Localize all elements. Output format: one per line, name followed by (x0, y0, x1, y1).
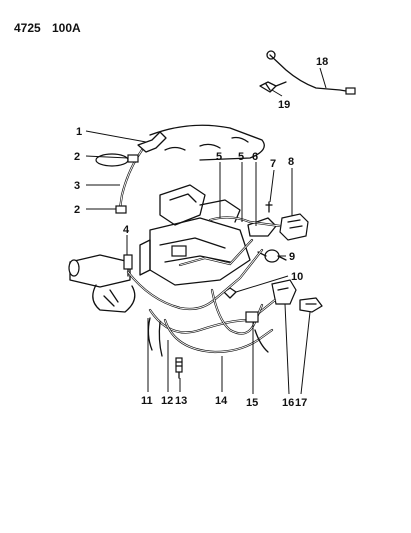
linkage (199, 199, 241, 223)
callout-16: 16 (282, 397, 294, 409)
callout-4: 4 (123, 224, 130, 236)
inset-wire-assembly (259, 50, 356, 95)
callout-14: 14 (215, 395, 228, 407)
bracket-17 (299, 297, 323, 313)
header-code: 4725 (14, 21, 41, 35)
breather-hose-assembly (95, 124, 265, 214)
oil-cap (95, 153, 129, 167)
callout-8: 8 (288, 156, 294, 168)
connector-6 (247, 217, 277, 237)
clip-tab (275, 81, 287, 87)
callout-19: 19 (278, 99, 290, 111)
wiring-harness (126, 216, 282, 357)
callout-17: 17 (295, 397, 307, 409)
harness-main (126, 248, 264, 311)
callout-5: 5 (216, 151, 222, 163)
spark-plug-13 (175, 357, 183, 379)
distributor-assembly (68, 254, 136, 313)
hose-clamp-upper (127, 154, 139, 163)
callout-2: 2 (74, 151, 80, 163)
callout-13: 13 (175, 395, 187, 407)
callout-6: 6 (252, 151, 258, 163)
right-components (247, 201, 309, 263)
callout-5b: 5 (238, 151, 244, 163)
carburetor-block (139, 184, 251, 286)
page-header: 4725 100A (14, 21, 81, 35)
callout-1: 1 (76, 126, 82, 138)
callout-11: 11 (141, 395, 153, 407)
callout-2b: 2 (74, 204, 80, 216)
distributor-base (92, 284, 136, 313)
connector-15 (245, 311, 259, 323)
header-suffix: 100A (52, 21, 81, 35)
wire-terminal-eye (266, 50, 276, 60)
valve-cover-detail (164, 136, 249, 151)
callout-3: 3 (74, 180, 80, 192)
callout-12: 12 (161, 395, 173, 407)
callout-18: 18 (316, 56, 328, 68)
air-horn (159, 184, 206, 226)
hose-clamp-lower (115, 205, 127, 214)
bolt-7 (265, 201, 273, 213)
callout-9: 9 (289, 251, 295, 263)
harness-mid (178, 238, 254, 267)
distributor-housing (69, 254, 131, 288)
callout-7: 7 (270, 158, 276, 170)
valve-cover-outline (149, 124, 265, 161)
wire-18 (269, 54, 353, 93)
connector-mid (171, 245, 187, 257)
breather-nipple-1 (137, 131, 167, 153)
carburetor-body (149, 217, 251, 286)
valve-9 (264, 249, 280, 263)
callout-labels: 1 2 3 2 4 5 5 6 7 8 9 10 11 12 13 14 15 … (74, 56, 328, 409)
wire-terminal-end (345, 87, 356, 95)
callout-10: 10 (291, 271, 303, 283)
leader-lines (85, 67, 327, 395)
lower-right-components (223, 279, 323, 313)
callout-15: 15 (246, 397, 258, 409)
